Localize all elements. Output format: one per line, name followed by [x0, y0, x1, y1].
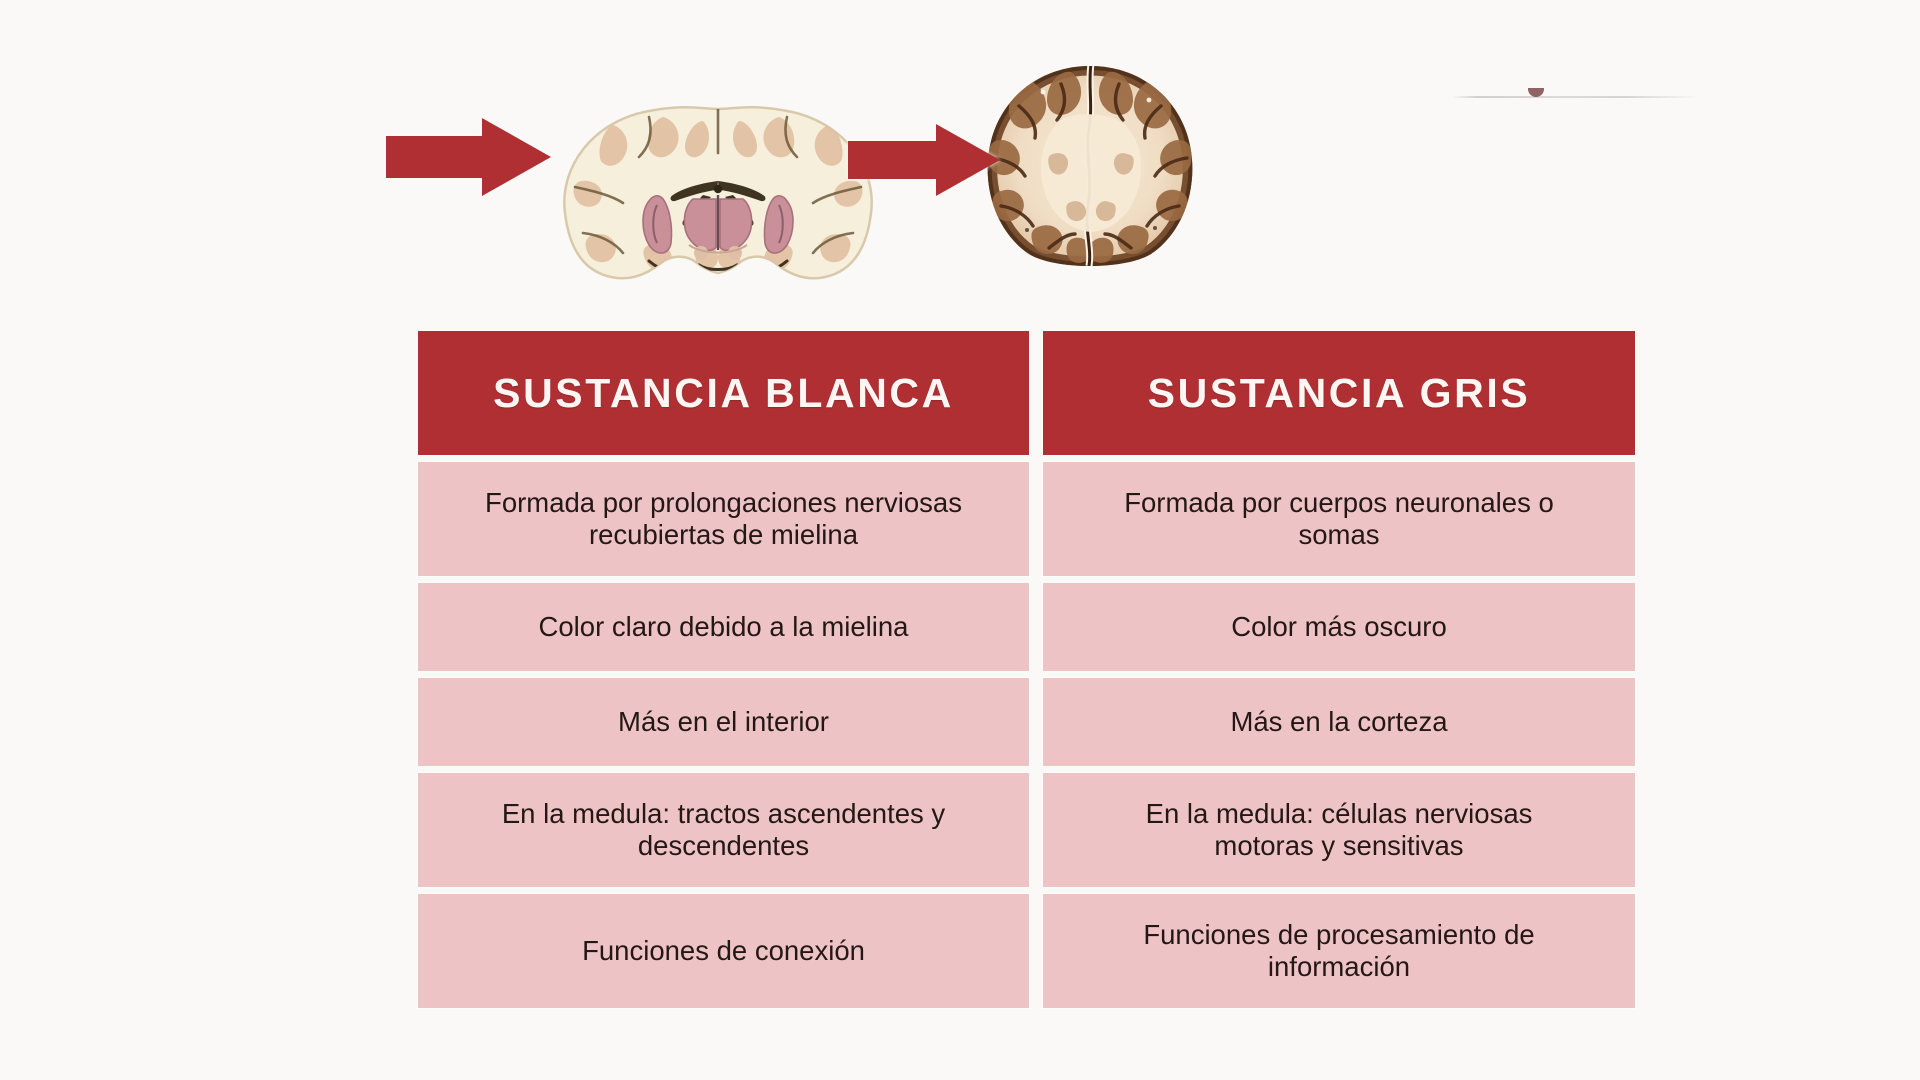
row-line: Funciones de conexión [582, 935, 865, 967]
row-line: información [1267, 951, 1411, 982]
row-line: Color claro debido a la mielina [538, 611, 909, 643]
red-right-arrow-right [848, 124, 1000, 196]
row-line: Más en la corteza [1230, 706, 1448, 738]
table-row: Formada por prolongaciones nerviosas rec… [418, 462, 1029, 576]
row-line: descendentes [637, 830, 810, 861]
row-line: Formada por prolongaciones nerviosas [485, 487, 962, 519]
row-line: motoras y sensitivas [1214, 830, 1464, 861]
column-header-sustancia-blanca: SUSTANCIA BLANCA [418, 331, 1029, 455]
row-line: En la medula: tractos ascendentes y [501, 798, 946, 830]
row-line: Funciones de procesamiento de [1143, 919, 1535, 951]
row-line: Color más oscuro [1231, 611, 1447, 643]
red-right-arrow-left [386, 118, 551, 196]
table-row: Más en la corteza [1043, 678, 1635, 766]
table-row: Formada por cuerpos neuronales o somas [1043, 462, 1635, 576]
axial-brain-photograph [975, 62, 1205, 267]
table-row: Funciones de procesamiento de informació… [1043, 894, 1635, 1008]
row-line: somas [1298, 519, 1380, 550]
column-header-sustancia-gris: SUSTANCIA GRIS [1043, 331, 1635, 455]
row-line: Formada por cuerpos neuronales o [1124, 487, 1554, 519]
row-line: Más en el interior [618, 706, 829, 738]
coronal-brain-illustration [553, 95, 883, 285]
scan-artifact-line [1452, 96, 1700, 98]
row-line: recubiertas de mielina [588, 519, 859, 550]
table-row: Funciones de conexión [418, 894, 1029, 1008]
scan-artifact-mark [1528, 88, 1544, 97]
comparison-column-sustancia-blanca: SUSTANCIA BLANCA Formada por prolongacio… [418, 331, 1029, 1008]
table-row: En la medula: células nerviosas motoras … [1043, 773, 1635, 887]
comparison-column-sustancia-gris: SUSTANCIA GRIS Formada por cuerpos neuro… [1043, 331, 1635, 1008]
table-row: Color más oscuro [1043, 583, 1635, 671]
table-row: Color claro debido a la mielina [418, 583, 1029, 671]
row-line: En la medula: células nerviosas [1145, 798, 1533, 830]
table-row: Más en el interior [418, 678, 1029, 766]
table-row: En la medula: tractos ascendentes y desc… [418, 773, 1029, 887]
